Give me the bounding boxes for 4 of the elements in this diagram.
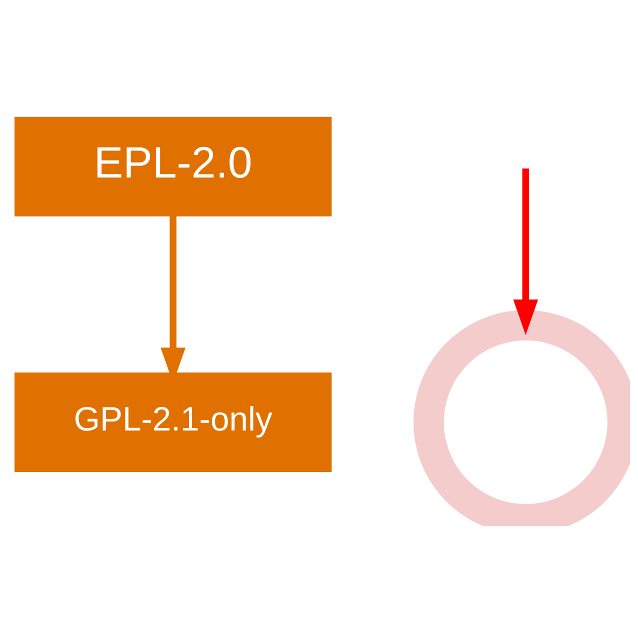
arrow xyxy=(513,168,538,335)
node-circle xyxy=(413,310,630,526)
node-box: GPL-2.1-only xyxy=(14,372,332,472)
node-box: EPL-2.0 xyxy=(14,116,332,216)
